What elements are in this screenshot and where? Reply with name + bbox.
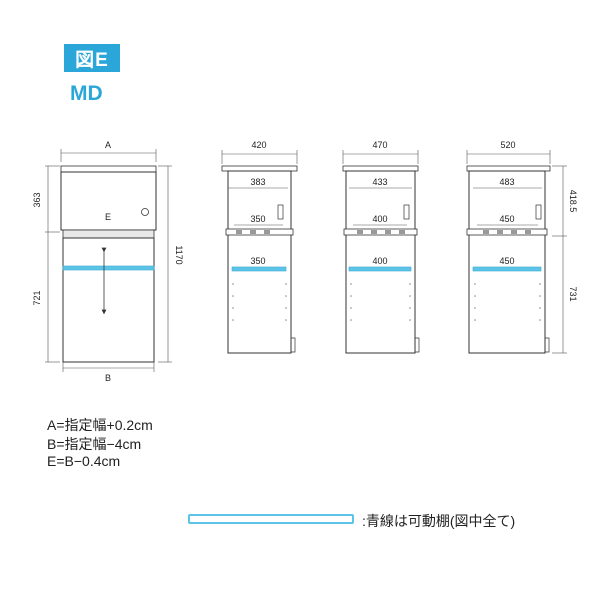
movable-shelf (348, 266, 412, 272)
side-view-420: 420 383 350 350 (221, 140, 298, 354)
front-view: A E B 363 721 1170 (32, 140, 184, 383)
figure-badge: 図E (64, 44, 120, 72)
side-inner-width: 433 (372, 177, 387, 187)
side-inner-width: 483 (499, 177, 514, 187)
front-total-height: 1170 (174, 245, 184, 264)
side-top-width: 470 (372, 140, 387, 150)
side-view-520: 520 483 450 450 418.5 731 (466, 140, 578, 354)
side-top-width: 520 (500, 140, 515, 150)
side-shelf2: 400 (372, 256, 387, 266)
model-code: MD (70, 82, 103, 105)
side-shelf2: 450 (499, 256, 514, 266)
lock-icon (141, 208, 149, 216)
note-a: A=指定幅+0.2cm (47, 417, 153, 433)
note-e: E=B−0.4cm (47, 453, 121, 469)
front-lower-height: 721 (32, 290, 42, 305)
movable-shelf (231, 266, 287, 272)
movable-shelf (62, 265, 155, 271)
front-label-e: E (105, 212, 111, 222)
front-label-b: B (105, 373, 111, 383)
movable-shelf-legend-swatch (188, 514, 354, 524)
side-shelf1: 400 (372, 214, 387, 224)
side-inner-width: 383 (250, 177, 265, 187)
side-shelf1: 350 (250, 214, 265, 224)
side-view-470: 470 433 400 400 (342, 140, 420, 354)
side-shelf2: 350 (250, 256, 265, 266)
side-shelf1: 450 (499, 214, 514, 224)
front-upper-height: 363 (32, 192, 42, 207)
movable-shelf-legend-text: :青線は可動棚(図中全て) (362, 513, 516, 529)
note-b: B=指定幅−4cm (47, 436, 142, 452)
side-upper-height: 418.5 (568, 190, 578, 213)
side-top-width: 420 (251, 140, 266, 150)
side-lower-height: 731 (568, 286, 578, 301)
front-label-a: A (105, 140, 111, 150)
movable-shelf (472, 266, 542, 272)
